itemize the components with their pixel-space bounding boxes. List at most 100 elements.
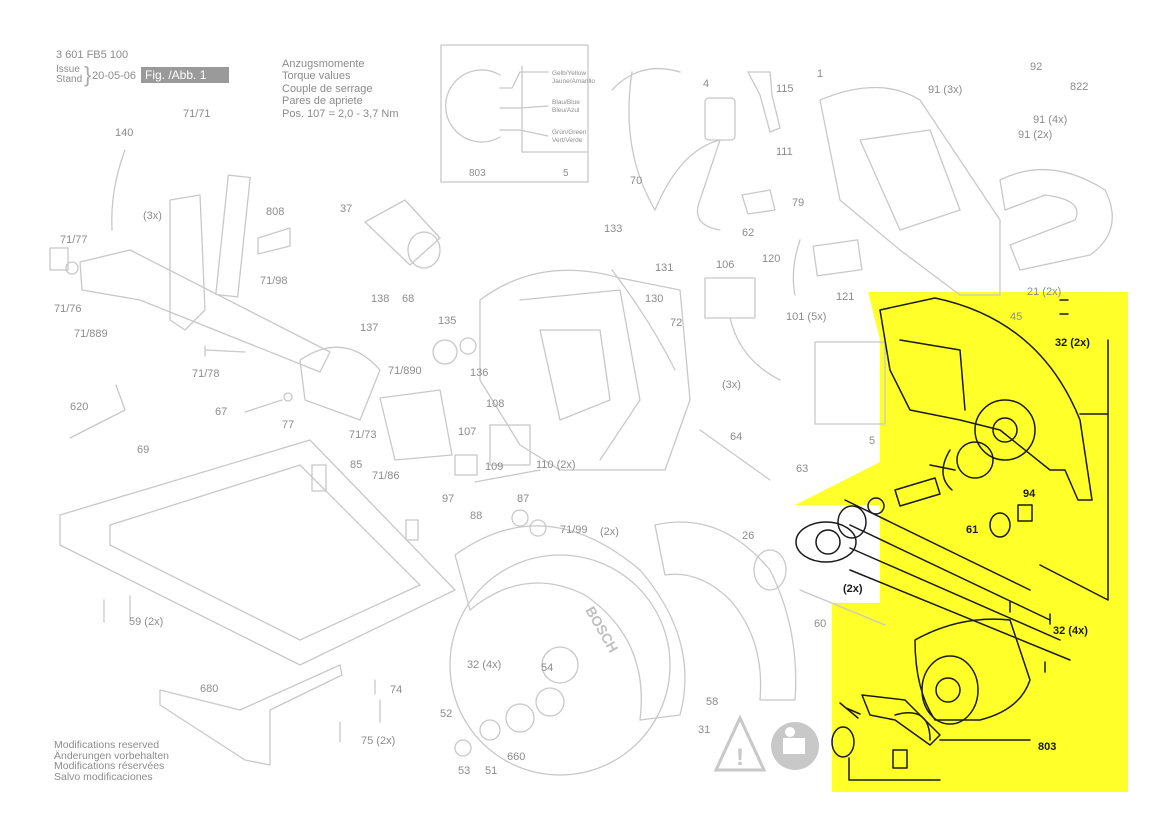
part-label: 101 (5x) — [786, 311, 826, 323]
part-71-890 — [379, 389, 453, 461]
part-label: 77 — [282, 419, 294, 431]
part-label: 74 — [390, 684, 402, 696]
wiring-ref-right: 5 — [563, 168, 569, 179]
part-label: 121 — [836, 291, 854, 303]
part-label: 71/78 — [192, 368, 220, 380]
guard-60 — [654, 521, 797, 701]
part-label: 79 — [792, 197, 804, 209]
part-label: 91 (2x) — [1018, 129, 1052, 141]
part-label: 108 — [486, 398, 504, 410]
wiring-ref-left: 803 — [469, 168, 486, 179]
part-label: 59 (2x) — [129, 616, 163, 628]
part-label: 92 — [1030, 61, 1042, 73]
part-37 — [364, 199, 441, 266]
part-label: 110 (2x) — [536, 459, 576, 471]
part-label: 64 — [730, 431, 742, 443]
torque-line: Anzugsmomente — [282, 58, 365, 70]
part-label: 68 — [402, 293, 414, 305]
part-label: 822 — [1070, 81, 1088, 93]
torque-line: Pares de apriete — [282, 95, 363, 108]
part-130 — [611, 269, 676, 371]
part-label: 135 — [438, 315, 456, 327]
issue-date: 20-05-06 — [92, 70, 137, 82]
wiring-box — [440, 44, 589, 183]
part-label: 54 — [541, 662, 553, 674]
part-label: 75 (2x) — [361, 735, 395, 747]
part-808 — [257, 227, 291, 255]
main-housing — [479, 269, 691, 471]
part-label: 88 — [470, 510, 482, 522]
part-label: 51 — [485, 765, 497, 777]
part-label: 62 — [742, 227, 754, 239]
read-manual-icon — [771, 722, 819, 770]
part-label: 106 — [716, 259, 734, 271]
part-label: 97 — [442, 493, 454, 505]
mods-line: Salvo modificaciones — [54, 770, 153, 783]
part-71-889 — [79, 249, 331, 373]
part-label: 58 — [706, 696, 718, 708]
part-label: 137 — [360, 322, 378, 334]
part-label: 69 — [137, 444, 149, 456]
part-label: 53 — [458, 765, 470, 777]
part-620-key — [69, 384, 126, 439]
part-label: 45 — [1010, 311, 1022, 323]
issue-brace: } — [84, 62, 92, 87]
part-label: (3x) — [722, 379, 741, 391]
part-label: 4 — [703, 78, 709, 90]
part-label: 660 — [507, 751, 525, 763]
part-number: 3 601 FB5 100 — [56, 49, 129, 61]
mods-line: Änderungen vorbehalten — [54, 749, 170, 762]
part-label: 130 — [645, 293, 663, 305]
part-label: 1 — [817, 68, 823, 80]
part-71-71 — [169, 194, 206, 331]
part-label: 91 (3x) — [928, 84, 962, 96]
part-label: (3x) — [143, 210, 162, 222]
wire-green-label: Grün/Green — [552, 129, 587, 136]
part-label: 71/76 — [54, 303, 82, 315]
figure-label: Fig. /Abb. 1 — [141, 67, 229, 83]
part-label: 67 — [215, 406, 227, 418]
wire-blue-label: Blau/Blue — [552, 99, 580, 106]
part-label: 71/99 — [560, 524, 588, 536]
part-5-filter — [814, 341, 886, 425]
wire-green-label-2: Vert/Verde — [552, 137, 583, 144]
part-140 — [111, 149, 126, 231]
mods-line: Modifications reserved — [54, 739, 160, 751]
base-plate-69 — [59, 439, 456, 666]
part-label: 131 — [655, 262, 673, 274]
brand-logo: BOSCH — [582, 604, 621, 656]
torque-line: Torque values — [282, 70, 351, 83]
part-label: 87 — [517, 493, 529, 505]
part-label: 107 — [458, 426, 476, 438]
part-label: 136 — [470, 367, 488, 379]
drive-shaft — [894, 477, 941, 507]
part-label: 31 — [698, 724, 710, 736]
highlighted-part-label: 94 — [1023, 488, 1036, 500]
part-label: 71/73 — [349, 429, 377, 441]
part-label: 680 — [200, 683, 218, 695]
part-label: 71/98 — [260, 275, 288, 287]
motor-803 — [914, 618, 1031, 721]
highlighted-part-label: 803 — [1038, 741, 1056, 753]
part-label: 63 — [796, 463, 808, 475]
part-106 — [704, 277, 756, 319]
part-label: 120 — [762, 253, 780, 265]
part-label: 70 — [630, 175, 642, 187]
part-680-ruler — [159, 664, 343, 766]
part-label: 808 — [266, 206, 284, 218]
wire-blue-label-2: Bleu/Azul — [552, 107, 580, 114]
part-label: (2x) — [600, 526, 619, 538]
mods-line: Modifications réservées — [54, 760, 165, 772]
part-label: 71/77 — [60, 234, 88, 246]
part-label: 26 — [742, 530, 754, 542]
torque-note: Anzugsmomente Torque values Couple de se… — [282, 58, 398, 120]
highlighted-part-label: (2x) — [843, 583, 863, 595]
part-label: 5 — [869, 435, 875, 447]
part-label: 52 — [440, 708, 452, 720]
svg-text:!: ! — [736, 744, 744, 771]
bearing-flange — [795, 521, 857, 563]
part-label: 71/890 — [388, 365, 422, 377]
wiring-circle — [445, 69, 501, 143]
